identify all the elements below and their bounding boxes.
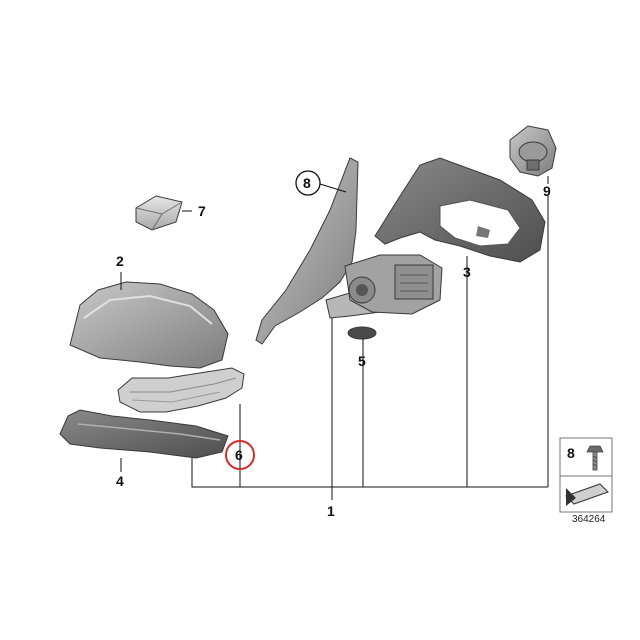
label-9[interactable]: 9 — [543, 183, 551, 199]
highlight-circle-6 — [225, 440, 255, 470]
mirror-mechanism — [344, 254, 443, 315]
part-3-housing-frame — [374, 157, 546, 263]
label-2[interactable]: 2 — [116, 253, 124, 269]
label-3[interactable]: 3 — [463, 264, 471, 280]
circle-marker-8 — [295, 170, 321, 196]
part-labels: 1 2 3 4 5 6 7 8 9 — [116, 175, 551, 519]
label-4[interactable]: 4 — [116, 473, 124, 489]
part-6-turn-signal — [117, 367, 245, 413]
legend-part-label: 8 — [567, 445, 575, 461]
label-8[interactable]: 8 — [303, 175, 311, 191]
label-5[interactable]: 5 — [358, 353, 366, 369]
part-8-mirror-base — [255, 157, 406, 345]
part-2-mirror-cap — [69, 281, 229, 369]
label-6[interactable]: 6 — [235, 447, 243, 463]
arrow-sheet-icon — [565, 483, 609, 506]
part-7-block — [135, 195, 183, 231]
leader-lines — [120, 176, 549, 500]
part-5-disc — [347, 326, 377, 340]
part-9-motor — [509, 125, 557, 177]
legend-box: 8 — [559, 437, 613, 513]
label-1[interactable]: 1 — [327, 503, 335, 519]
part-4-lower-trim — [59, 409, 229, 459]
label-7[interactable]: 7 — [198, 203, 206, 219]
reference-number: 364264 — [572, 514, 606, 525]
screw-icon — [586, 445, 604, 471]
